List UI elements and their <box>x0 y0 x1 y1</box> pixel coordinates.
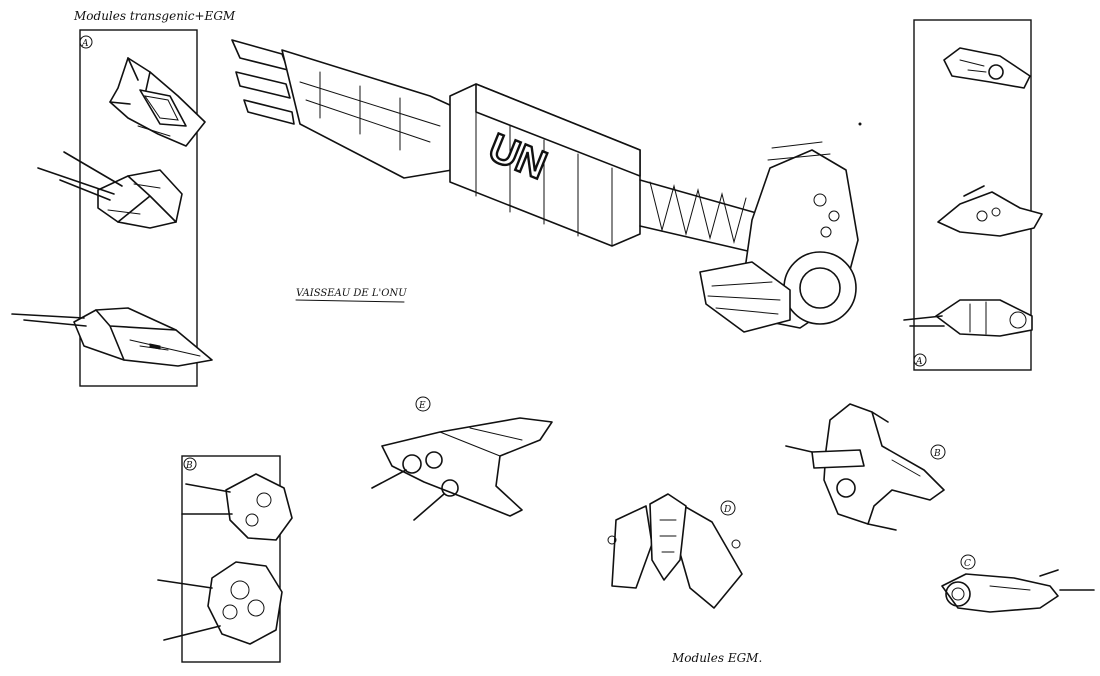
ship-e-label: E <box>418 401 426 411</box>
panel-right: A <box>903 19 1043 371</box>
module-ship-a2 <box>37 151 183 229</box>
module-ship-b1 <box>181 473 293 541</box>
caption-underline <box>295 299 405 303</box>
sheet-title: Modules transgenic+EGM <box>73 9 236 23</box>
module-ship-c: C <box>941 554 1095 613</box>
ship-c-label: C <box>964 559 971 569</box>
panel-left-bottom: B <box>157 455 293 663</box>
module-ship-a1 <box>109 57 206 147</box>
module-ship-r1 <box>943 47 1031 89</box>
panel-left-top: A <box>11 29 213 387</box>
module-ship-r2 <box>937 185 1043 237</box>
main-ship-caption: VAISSEAU DE L'ONU <box>296 288 407 299</box>
panel-right-label: A <box>915 357 923 367</box>
module-ship-b2 <box>157 561 283 645</box>
stray-ink-dot <box>858 122 862 126</box>
module-ship-a3 <box>11 307 213 367</box>
ship-b-right-label: B <box>933 449 941 459</box>
module-ship-r3 <box>903 299 1033 337</box>
ship-d-label: D <box>723 505 731 515</box>
panel-left-top-label: A <box>81 39 89 49</box>
module-ship-e: E <box>371 396 553 521</box>
module-ship-d: D <box>607 493 743 609</box>
panel-left-bottom-label: B <box>185 461 193 471</box>
module-ship-b-right: B <box>785 403 946 531</box>
bottom-caption: Modules EGM. <box>671 651 762 665</box>
un-mothership: UN <box>231 39 859 333</box>
